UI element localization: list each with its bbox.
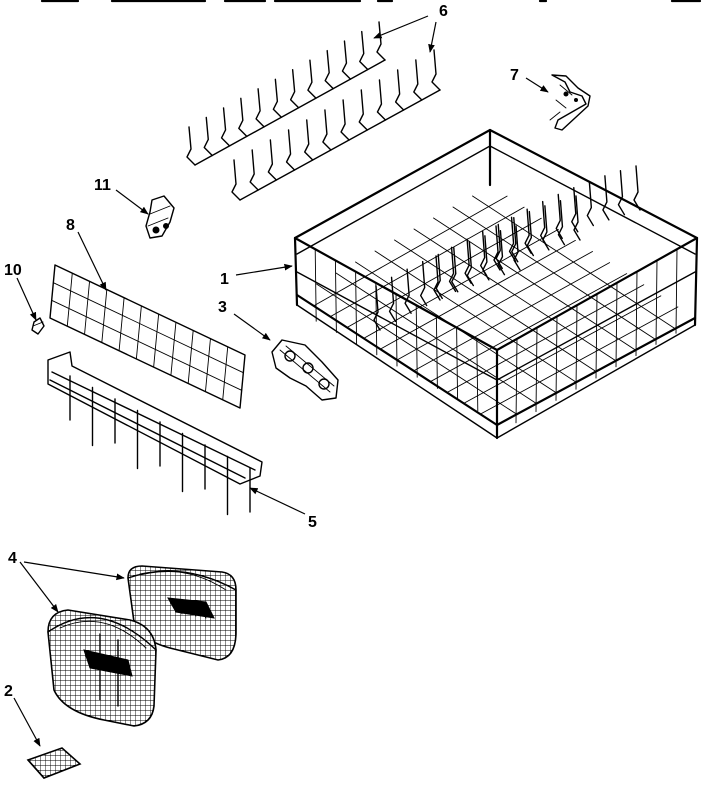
clip-part-10 — [31, 317, 45, 335]
callout-8: 8 — [66, 217, 75, 234]
tine-rows-part-6 — [186, 21, 441, 201]
callout-5: 5 — [308, 514, 317, 531]
callout-labels: 6 7 11 8 10 1 3 5 4 2 — [4, 3, 519, 700]
callout-2: 2 — [4, 683, 13, 700]
dish-rack-part-1 — [293, 128, 699, 440]
callout-4: 4 — [8, 550, 17, 567]
callout-10: 10 — [4, 262, 22, 279]
callout-7: 7 — [510, 67, 519, 84]
clip-part-7 — [549, 74, 591, 131]
silverware-basket-part-4-rear — [127, 565, 237, 661]
callout-3: 3 — [218, 299, 227, 316]
grid-panel-part-8 — [49, 264, 246, 409]
callout-11: 11 — [94, 177, 111, 194]
callout-6: 6 — [439, 3, 448, 20]
clip-part-11 — [145, 195, 175, 239]
callout-1: 1 — [220, 271, 229, 288]
wheel-assembly-part-3 — [271, 339, 339, 401]
basket-cover-part-2 — [26, 747, 82, 779]
leader-lines — [13, 15, 549, 747]
silverware-basket-part-4-front — [47, 609, 157, 727]
wire-rack-part-5 — [47, 351, 263, 516]
